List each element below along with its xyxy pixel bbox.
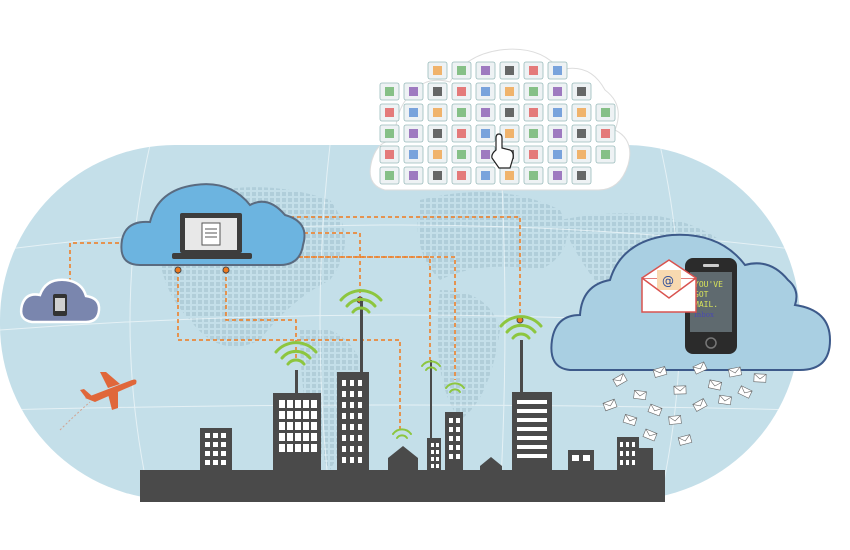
app-icon (379, 166, 400, 185)
app-icon (523, 166, 544, 185)
document-icon (201, 222, 221, 246)
app-icon (523, 82, 544, 101)
app-icon (571, 166, 592, 185)
app-icon (571, 103, 592, 122)
app-icon (547, 103, 568, 122)
building-windows (205, 380, 635, 468)
app-icon (427, 166, 448, 185)
envelope-icon (652, 366, 668, 378)
airplane-icon (59, 372, 137, 431)
app-icon (451, 103, 472, 122)
envelope-icon (673, 385, 687, 395)
smartphone-cloud (19, 278, 101, 324)
app-icon (451, 82, 472, 101)
wifi-signal-icon (274, 289, 543, 439)
app-icon (427, 103, 448, 122)
app-icon (595, 145, 616, 164)
app-icon (475, 103, 496, 122)
envelope-icon (668, 415, 682, 425)
app-icon (451, 145, 472, 164)
app-icon (571, 124, 592, 143)
app-icon (427, 61, 448, 80)
app-icon (547, 124, 568, 143)
app-icon (379, 145, 400, 164)
envelope-icon (642, 428, 658, 442)
app-icon (427, 145, 448, 164)
app-icon (403, 103, 424, 122)
app-icon (499, 124, 520, 143)
phone-message-line1: YOU'VE (694, 280, 723, 289)
app-icon (523, 61, 544, 80)
apps-cloud (369, 48, 631, 191)
app-icon (379, 124, 400, 143)
app-icon (403, 82, 424, 101)
envelope-icon (602, 398, 618, 412)
app-icon (403, 124, 424, 143)
app-icon (475, 124, 496, 143)
phone-message-line3: MAIL. (694, 300, 718, 309)
app-icon (547, 82, 568, 101)
app-icon (475, 166, 496, 185)
app-icon (523, 145, 544, 164)
app-icon-grid (379, 61, 616, 185)
envelope-icon (677, 434, 693, 446)
app-icon (499, 103, 520, 122)
app-icon (451, 124, 472, 143)
app-icon (499, 82, 520, 101)
app-icon (451, 61, 472, 80)
falling-emails (602, 361, 767, 446)
envelope-icon (622, 414, 638, 426)
envelope-icon: @ (641, 259, 697, 313)
app-icon (475, 61, 496, 80)
app-icon (379, 82, 400, 101)
app-icon (523, 103, 544, 122)
envelope-icon (692, 361, 708, 375)
app-icon (403, 166, 424, 185)
app-icon (403, 145, 424, 164)
envelope-icon (753, 373, 767, 383)
app-icon (571, 145, 592, 164)
envelope-icon (718, 394, 732, 406)
app-icon (595, 103, 616, 122)
envelope-icon (692, 398, 708, 412)
app-icon (571, 82, 592, 101)
app-icon (427, 124, 448, 143)
app-icon (379, 103, 400, 122)
app-icon (475, 82, 496, 101)
app-icon (427, 82, 448, 101)
app-icon (547, 166, 568, 185)
app-icon (499, 61, 520, 80)
envelope-icon (612, 373, 628, 387)
network-connectors (69, 216, 521, 430)
at-sign-icon: @ (662, 274, 674, 288)
envelope-icon (647, 403, 663, 417)
app-icon (595, 124, 616, 143)
envelope-icon (727, 366, 743, 378)
app-icon (547, 61, 568, 80)
phone-message-line2: GOT (694, 290, 709, 299)
mail-cloud: YOU'VE GOT MAIL. Inbox @ (550, 233, 832, 371)
hand-cursor-icon (491, 133, 514, 169)
envelope-icon (633, 389, 647, 401)
envelope-icon (737, 385, 753, 399)
envelope-icon (707, 379, 723, 391)
app-icon (547, 145, 568, 164)
app-icon (499, 166, 520, 185)
smartphone-icon: YOU'VE GOT MAIL. Inbox (685, 258, 737, 354)
app-icon (451, 166, 472, 185)
smartphone-icon (53, 294, 67, 316)
phone-inbox-label: Inbox (694, 311, 714, 319)
laptop-cloud (120, 183, 306, 266)
app-icon (523, 124, 544, 143)
laptop-icon (172, 213, 252, 259)
